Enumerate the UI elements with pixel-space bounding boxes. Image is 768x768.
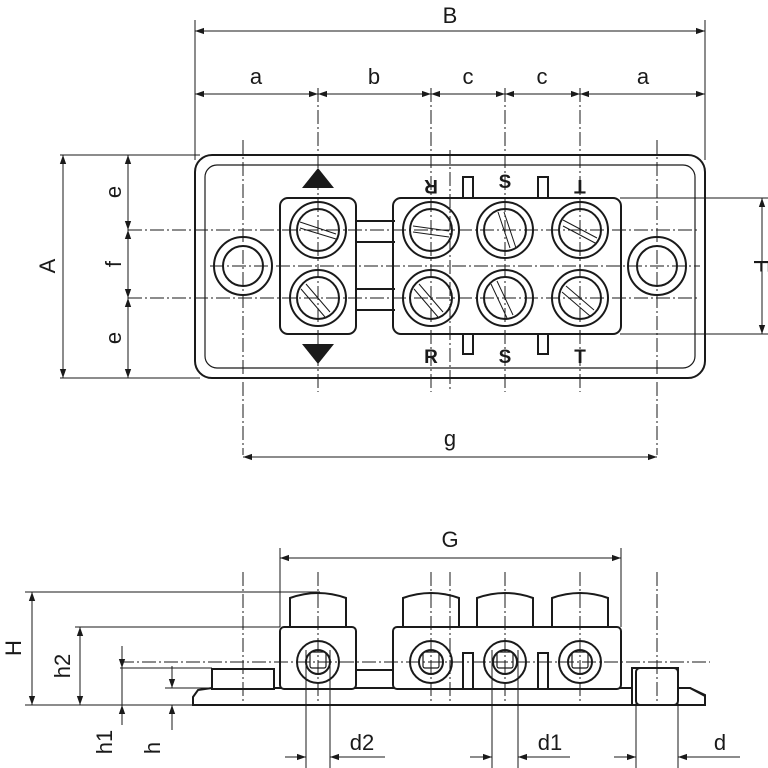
- side-left-block: [279, 626, 357, 690]
- dim-label-c-2: c: [537, 64, 548, 89]
- dim-label-h2: h2: [50, 654, 75, 678]
- dim-label-H: H: [1, 640, 26, 656]
- dim-label-h: h: [140, 742, 165, 754]
- dim-label-G: G: [441, 527, 458, 552]
- dim-label-h1: h1: [92, 730, 117, 754]
- dim-label-c-1: c: [463, 64, 474, 89]
- dim-label-d2: d2: [350, 730, 374, 755]
- dim-label-F: F: [749, 259, 768, 272]
- side-right-block: [392, 626, 622, 690]
- dim-label-e-top: e: [101, 186, 126, 198]
- dim-label-g: g: [444, 426, 456, 451]
- top-view: R S T R S T B a b c c: [35, 3, 768, 461]
- dim-label-B: B: [443, 3, 458, 28]
- dim-label-e-bottom: e: [101, 332, 126, 344]
- dim-label-f: f: [101, 260, 126, 267]
- dim-label-a-right: a: [637, 64, 650, 89]
- dim-label-d: d: [714, 730, 726, 755]
- side-base-plate: [192, 687, 706, 706]
- dim-label-a-left: a: [250, 64, 263, 89]
- dim-label-d1: d1: [538, 730, 562, 755]
- dim-label-A: A: [35, 258, 60, 273]
- side-view: G H h2 h1 h d2 d1: [1, 527, 740, 768]
- dim-label-b: b: [368, 64, 380, 89]
